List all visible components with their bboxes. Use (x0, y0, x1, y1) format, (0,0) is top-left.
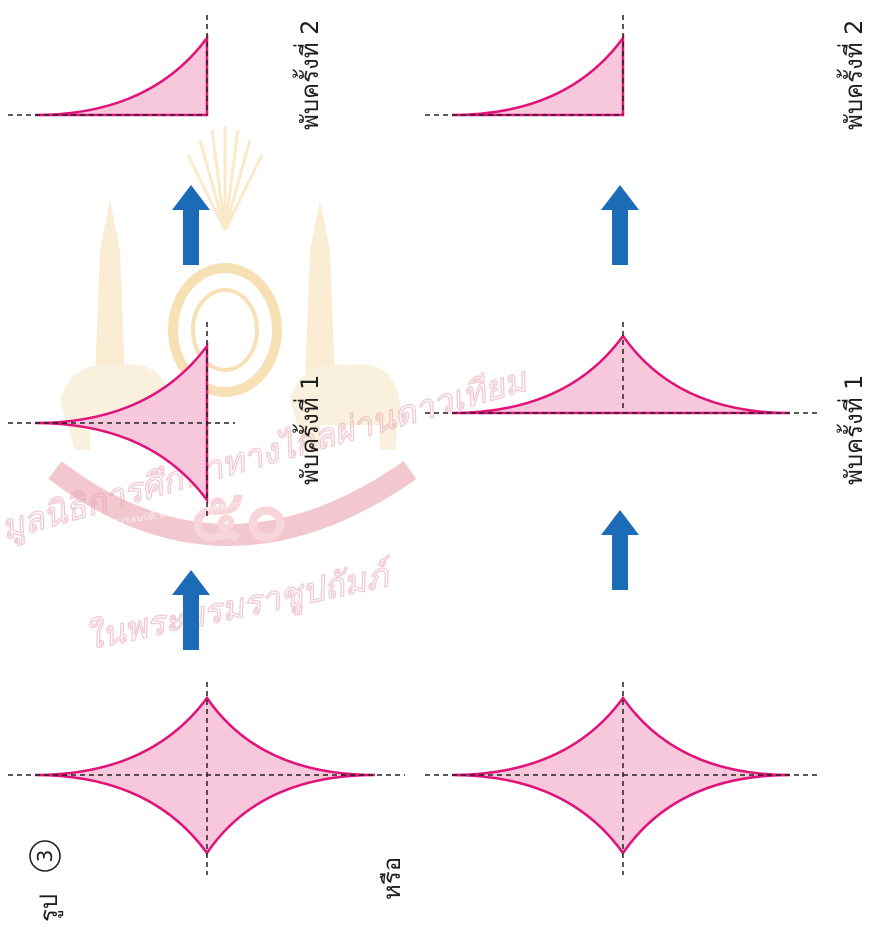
fold-two-shape-top (8, 15, 209, 117)
fold-label-first-top: พับครั้งที่ 1 (292, 375, 324, 485)
arrow-up-icon (172, 570, 210, 650)
watermark-seal (168, 263, 282, 397)
figure-number: 3 (33, 850, 57, 863)
watermark-crown (186, 126, 264, 231)
watermark-line2: ในพระบรมราชูปถัมภ์ (82, 554, 399, 659)
fold-two-shape-bottom (425, 15, 625, 117)
arrow-up-icon (601, 510, 639, 590)
watermark-emblem: ๕๐ (48, 126, 417, 557)
fold-two-fill (451, 34, 625, 117)
star-fill (451, 695, 791, 856)
arrow-up-icon (172, 185, 210, 265)
fold-label-first-bottom: พับครั้งที่ 1 (836, 375, 868, 485)
watermark-ribbon (48, 460, 417, 546)
star-shape-bottom (425, 682, 820, 875)
fold-label-second-top: พับครั้งที่ 2 (292, 20, 324, 130)
star-fill (34, 695, 376, 856)
fold-two-fill (34, 34, 209, 117)
or-label: หรือ (378, 857, 406, 900)
figure-caption: รูป 3 (29, 840, 64, 922)
arrow-up-icon (601, 185, 639, 265)
figure-label: รูป (35, 894, 64, 922)
fold-one-shape-bottom (425, 322, 820, 415)
circled-number-icon (29, 840, 61, 872)
watermark-umbrellas (95, 200, 335, 380)
star-shape-top (8, 682, 405, 875)
fold-label-second-bottom: พับครั้งที่ 2 (836, 20, 868, 130)
fold-one-fill (451, 333, 791, 415)
fold-one-shape-top (8, 322, 235, 520)
